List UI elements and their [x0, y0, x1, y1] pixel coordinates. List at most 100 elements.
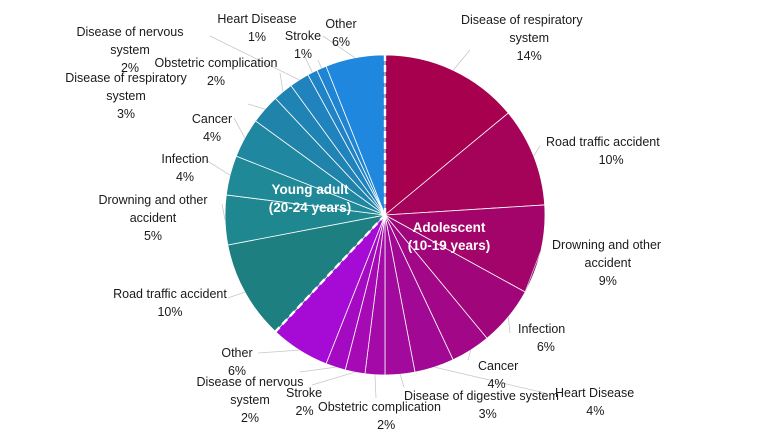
leader-line	[374, 374, 377, 399]
slice-category: Other	[325, 17, 356, 31]
slice-category: Obstetric complication	[318, 400, 441, 414]
slice-category: system	[110, 43, 150, 57]
slice-percent: 2%	[241, 411, 259, 425]
slice-category: Disease of nervous	[76, 25, 183, 39]
slice-category: Obstetric complication	[155, 56, 278, 70]
leader-line	[467, 349, 472, 361]
slice-percent: 4%	[176, 170, 194, 184]
slice-category: Road traffic accident	[113, 287, 227, 301]
slice-label: Disease of nervous system 2%	[76, 25, 183, 75]
slice-percent: 4%	[488, 377, 506, 391]
slice-percent: 1%	[248, 30, 266, 44]
slice-percent: 4%	[203, 130, 221, 144]
slice-category: Disease of digestive system	[404, 389, 559, 403]
slice-label: Other 6%	[325, 17, 356, 49]
slice-category: Cancer	[192, 112, 232, 126]
slice-label: Disease of respiratory system 14%	[461, 13, 583, 63]
slice-category: Disease of respiratory	[65, 71, 187, 85]
slice-percent: 3%	[479, 407, 497, 421]
leader-lines	[205, 35, 546, 399]
slice-percent: 2%	[207, 74, 225, 88]
leader-line	[524, 249, 542, 293]
leader-line	[257, 349, 300, 354]
slice-category: Cancer	[478, 359, 518, 373]
slice-label: Disease of digestive system 3%	[404, 389, 559, 421]
slice-label: Drowning and other accident 9%	[552, 238, 661, 288]
leader-line	[304, 56, 313, 73]
slice-category: Heart Disease	[555, 386, 634, 400]
slice-label: Heart Disease 4%	[555, 386, 634, 418]
leader-line	[399, 374, 405, 388]
slice-percent: 4%	[586, 404, 604, 418]
leader-line	[434, 366, 546, 394]
slice-percent: 5%	[144, 229, 162, 243]
slice-category: Stroke	[285, 29, 321, 43]
group-label-line: Adolescent	[413, 220, 486, 235]
slice-percent: 2%	[121, 61, 139, 75]
slice-percent: 1%	[294, 47, 312, 61]
leader-line	[233, 117, 246, 139]
pie-slices	[224, 54, 546, 376]
slice-percent: 10%	[599, 153, 624, 167]
slice-label: Other 6%	[221, 346, 252, 378]
slice-percent: 6%	[228, 364, 246, 378]
slice-label: Disease of respiratory system 3%	[65, 71, 187, 121]
leader-line	[205, 159, 231, 176]
leader-line	[452, 49, 471, 71]
slice-label: Obstetric complication 2%	[318, 400, 441, 432]
leader-line	[311, 371, 356, 386]
slice-category: Other	[221, 346, 252, 360]
slice-label: Stroke 1%	[285, 29, 321, 61]
slice-labels: Disease of respiratory system 14% Road traf…	[65, 12, 661, 432]
leader-line	[247, 103, 266, 110]
slice-category: system	[106, 89, 146, 103]
slice-percent: 14%	[517, 49, 542, 63]
slice-percent: 2%	[377, 418, 395, 432]
slice-label: Cancer 4%	[478, 359, 518, 391]
slice-category: Drowning and other	[552, 238, 661, 252]
slice-label: Road traffic accident 10%	[113, 287, 227, 319]
slice-category: Disease of nervous	[196, 375, 303, 389]
slice-percent: 9%	[599, 274, 617, 288]
leader-line	[209, 35, 300, 81]
slice-category: Infection	[161, 152, 208, 166]
slice-category: system	[509, 31, 549, 45]
group-label-line: (10-19 years)	[408, 238, 491, 253]
group-label: Adolescent (10-19 years)	[408, 220, 491, 253]
slice-label: Road traffic accident 10%	[546, 135, 660, 167]
slice-category: Stroke	[286, 386, 322, 400]
slice-category: accident	[130, 211, 177, 225]
group-label-line: (20-24 years)	[269, 200, 352, 215]
leader-line	[533, 145, 541, 157]
leader-line	[507, 316, 511, 334]
slice-category: Road traffic accident	[546, 135, 660, 149]
slice-percent: 3%	[117, 107, 135, 121]
slice-category: Drowning and other	[98, 193, 207, 207]
slice-percent: 2%	[296, 404, 314, 418]
slice-percent: 6%	[537, 340, 555, 354]
leader-line	[221, 203, 226, 221]
slice-label: Obstetric complication 2%	[155, 56, 278, 88]
leader-line	[299, 366, 336, 373]
leader-line	[317, 59, 322, 69]
group-divider	[274, 214, 386, 333]
slice-label: Heart Disease 1%	[217, 12, 296, 44]
slice-label: Disease of nervous system 2%	[196, 375, 303, 425]
slice-category: accident	[585, 256, 632, 270]
slice-category: Heart Disease	[217, 12, 296, 26]
group-label: Young adult (20-24 years)	[269, 182, 352, 215]
slice-label: Stroke 2%	[286, 386, 322, 418]
slice-percent: 6%	[332, 35, 350, 49]
slice-category: system	[230, 393, 270, 407]
leader-line	[279, 72, 284, 92]
slice-label: Infection 4%	[161, 152, 208, 184]
leader-line	[227, 291, 245, 299]
slice-label: Cancer 4%	[192, 112, 232, 144]
group-labels: Adolescent (10-19 years) Young adult (20-24…	[269, 182, 491, 253]
slice-category: Disease of respiratory	[461, 13, 583, 27]
leader-line	[322, 35, 356, 59]
slice-percent: 10%	[157, 305, 182, 319]
group-label-line: Young adult	[272, 182, 349, 197]
group-dividers	[274, 55, 387, 333]
